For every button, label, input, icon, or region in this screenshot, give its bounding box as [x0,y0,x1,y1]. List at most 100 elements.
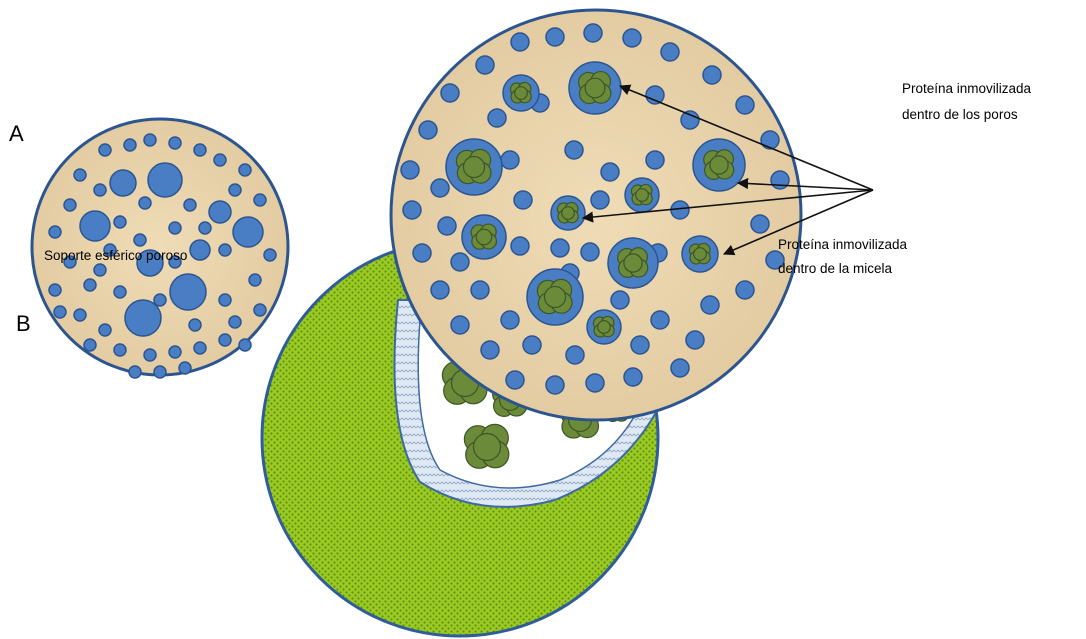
small-pore [249,274,261,286]
small-pore [239,339,251,351]
big-pore [751,215,769,233]
small-pore [64,199,76,211]
big-pore [431,281,449,299]
big-pore [451,316,469,334]
small-pore [194,144,206,156]
big-pore [419,121,437,139]
big-pore [736,96,754,114]
label-protein-pores-1: Proteína inmovilizada [902,81,1032,96]
small-pore [219,334,231,346]
big-pore [584,24,602,42]
big-pore [601,163,619,181]
small-pore-large [170,274,206,310]
big-pore [546,28,564,46]
big-pore [646,86,664,104]
big-pore [565,141,583,159]
big-pore [488,109,506,127]
micelle-protein-cluster [464,424,508,468]
big-pore [481,341,499,359]
big-pore [661,43,679,61]
big-pore [401,161,419,179]
big-pore [591,191,609,209]
big-pore [736,281,754,299]
small-pore [94,184,106,196]
label-a: A [9,121,24,146]
big-pore [471,281,489,299]
big-pore [451,253,469,271]
big-pore [501,311,519,329]
big-pore [431,179,449,197]
small-pore [114,286,126,298]
small-pore [184,199,196,211]
label-protein-micelle-2: dentro de la micela [778,261,893,276]
big-pore [511,237,529,255]
big-pore [623,29,641,47]
small-pore-large [80,211,110,241]
protein-cluster [557,202,578,223]
big-pore [441,84,459,102]
big-pore [686,331,704,349]
small-pore [124,139,136,151]
small-pore-large [190,240,210,260]
small-pore [114,344,126,356]
small-pore [154,294,166,306]
protein-cluster [704,150,734,180]
small-pore [54,306,66,318]
small-pore [49,284,61,296]
big-pore [611,291,629,309]
small-pore-large [233,217,263,247]
big-pore [476,56,494,74]
big-pore [646,151,664,169]
protein-cluster [593,316,614,337]
small-pore [199,222,211,234]
big-pore [546,376,564,394]
big-pore [566,346,584,364]
big-pore [438,217,456,235]
small-pore [129,366,141,378]
small-pore [134,234,146,246]
big-pore [523,336,541,354]
big-pore [703,66,721,84]
small-pore-large [110,170,136,196]
small-pore [229,316,241,328]
big-pore [701,296,719,314]
big-pore [681,111,699,129]
small-pore [169,222,181,234]
small-pore [169,346,181,358]
small-pore [264,249,276,261]
protein-cluster [537,279,572,313]
small-pore [144,349,156,361]
small-pore [179,362,191,374]
small-pore [219,294,231,306]
small-pore [194,342,206,354]
big-pore [403,201,421,219]
small-pore [254,304,266,316]
small-pore [99,324,111,336]
protein-cluster [471,224,496,249]
small-pore [239,164,251,176]
small-pore [144,134,156,146]
small-pore [74,309,86,321]
big-pore [551,239,569,257]
label-protein-micelle-1: Proteína inmovilizada [778,237,908,252]
label-protein-pores-2: dentro de los poros [902,107,1018,122]
small-pore [189,319,201,331]
protein-cluster [456,149,491,183]
small-pore [94,264,106,276]
big-pore [514,191,532,209]
small-pore [84,339,96,351]
big-pore [631,336,649,354]
protein-cluster [510,82,531,103]
big-pore [624,368,642,386]
big-pore [671,359,689,377]
protein-cluster [631,184,652,205]
small-pore [99,144,111,156]
small-pore-large [125,300,161,336]
small-pore [254,194,266,206]
label-b: B [16,311,31,336]
protein-cluster [689,243,710,264]
big-pore [586,374,604,392]
small-pore [219,244,231,256]
label-support: Soporte esférico poroso [44,248,187,263]
